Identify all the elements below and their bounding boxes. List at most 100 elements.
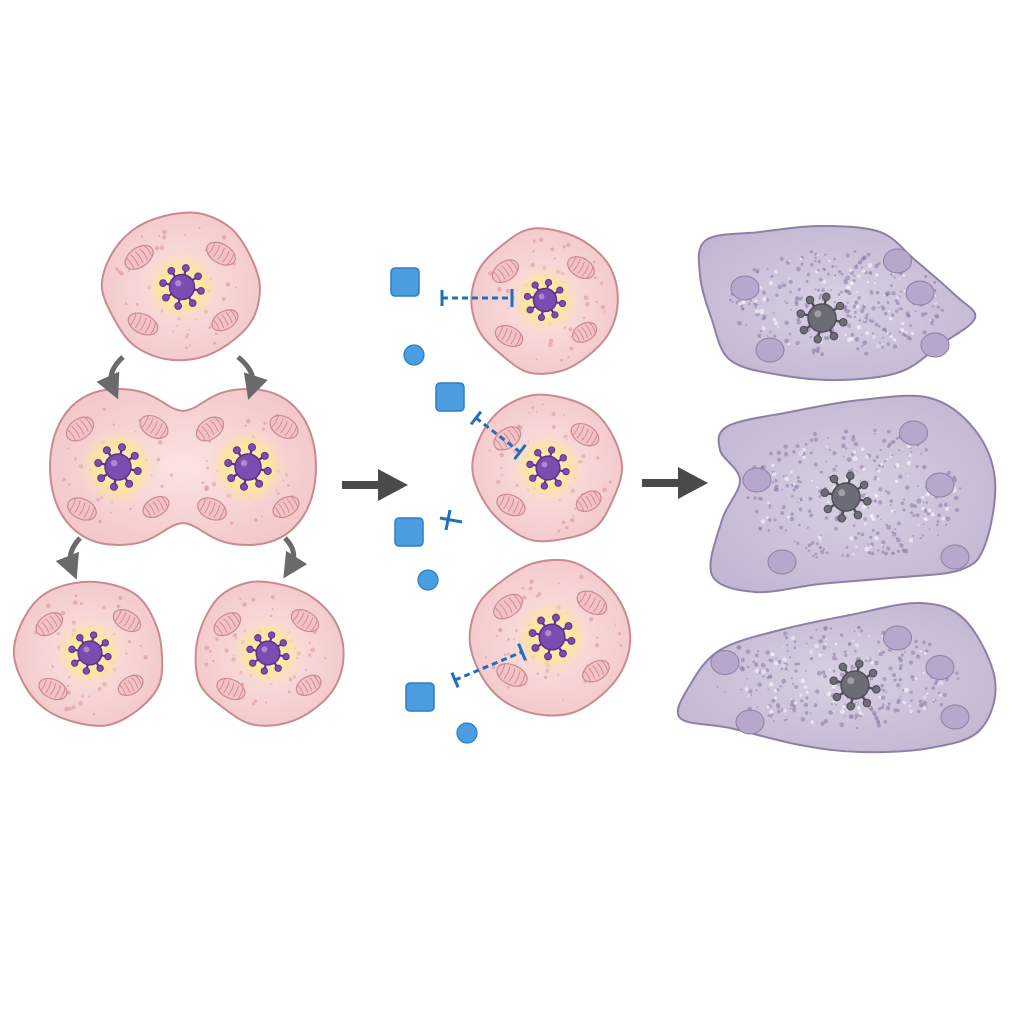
- cytoplasm-debris: [887, 442, 892, 447]
- cytoplasm-debris: [891, 454, 894, 457]
- cytoplasm-debris: [881, 540, 886, 545]
- cytoplasm-granule: [497, 286, 502, 292]
- cytoplasm-debris: [907, 314, 911, 317]
- cytoplasm-debris: [846, 457, 852, 462]
- cytoplasm-debris: [895, 437, 899, 440]
- cytoplasm-debris: [834, 526, 838, 531]
- cytoplasm-granule: [507, 638, 510, 641]
- vacuole: [759, 309, 765, 314]
- mito-crista: [592, 665, 600, 677]
- vacuole: [799, 693, 803, 697]
- cytoplasm-debris: [829, 627, 833, 630]
- cytoplasm-debris: [890, 284, 893, 287]
- cytoplasm-debris: [767, 688, 770, 691]
- receptor-knob: [534, 449, 542, 457]
- receptor-knob: [871, 685, 881, 694]
- cytoplasm-granule: [529, 579, 534, 584]
- vacuole: [866, 280, 870, 284]
- vacuole: [770, 652, 774, 656]
- cytoplasm-debris: [832, 451, 837, 456]
- cytoplasm-granule: [547, 342, 553, 347]
- cytoplasm-debris: [841, 443, 846, 449]
- mito-body: [295, 674, 322, 697]
- mito-crista: [88, 507, 95, 521]
- cytoplasm-debris: [916, 498, 922, 504]
- cytoplasm-debris: [804, 302, 810, 308]
- cytoplasm-debris: [899, 290, 903, 293]
- cytoplasm-debris: [809, 335, 812, 339]
- cytoplasm-granule: [608, 480, 613, 484]
- cytoplasm-debris: [880, 683, 885, 688]
- cytoplasm-debris: [792, 707, 797, 712]
- cytoplasm-debris: [891, 291, 896, 296]
- cytoplasm-granule: [184, 233, 187, 236]
- cytoplasm-debris: [805, 696, 809, 700]
- inhibitors-layer: [390, 267, 527, 744]
- cytoplasm-debris: [818, 296, 822, 300]
- cytoplasm-debris: [869, 676, 874, 681]
- inhibitor-square-icon: [435, 382, 465, 412]
- cytoplasm-debris: [835, 703, 838, 706]
- cytoplasm-debris: [798, 460, 802, 464]
- cytoplasm-granule: [596, 456, 600, 460]
- cytoplasm-debris: [795, 340, 800, 346]
- vacuole: [855, 290, 859, 293]
- receptor-highlight: [175, 280, 182, 287]
- mito-crista: [49, 682, 57, 696]
- vacuole: [910, 331, 915, 336]
- cytoplasm-debris: [839, 633, 844, 637]
- mito-crista: [36, 624, 45, 636]
- cytoplasm-debris: [870, 551, 875, 556]
- cytoplasm-debris: [809, 513, 814, 518]
- cytoplasm-debris: [796, 541, 800, 545]
- cytoplasm-debris: [922, 330, 927, 335]
- cytoplasm-granule: [127, 269, 131, 272]
- cytoplasm-debris: [824, 516, 829, 520]
- cytoplasm-debris: [781, 281, 784, 284]
- receptor-knob: [82, 667, 91, 675]
- cytoplasm-debris: [904, 333, 908, 338]
- cytoplasm-granule: [271, 607, 274, 611]
- vacuole: [741, 299, 746, 305]
- receptor-knob: [130, 451, 139, 460]
- cytoplasm-debris: [915, 645, 918, 649]
- mito-crista: [225, 312, 233, 324]
- mito-crista: [41, 621, 50, 633]
- curved-arrow-icon: [96, 355, 125, 400]
- cytoplasm-debris: [915, 513, 920, 518]
- cytoplasm-debris: [893, 276, 897, 279]
- receptor-core: [234, 453, 262, 481]
- cytoplasm-debris: [815, 629, 818, 632]
- cytoplasm-debris: [917, 485, 920, 488]
- cytoplasm-granule: [557, 582, 560, 585]
- cytoplasm-debris: [821, 670, 826, 675]
- cytoplasm-debris: [788, 332, 792, 336]
- vacuole: [878, 695, 881, 699]
- cytoplasm-granule: [500, 467, 503, 470]
- cytoplasm-debris: [784, 320, 789, 326]
- mito-crista: [40, 678, 47, 691]
- vacuole: [855, 702, 859, 705]
- cytoplasm-debris: [899, 307, 903, 311]
- cytoplasm-debris: [940, 308, 944, 312]
- mito-crista: [313, 675, 321, 687]
- cytoplasm-debris: [794, 662, 798, 666]
- vacuole: [810, 720, 815, 725]
- cytoplasm-debris: [870, 708, 874, 712]
- cytoplasm-granule: [592, 260, 596, 264]
- cytoplasm-debris: [792, 488, 796, 492]
- mito-crista: [232, 685, 239, 698]
- cytoplasm-debris: [814, 259, 817, 263]
- mito-crista: [573, 331, 581, 343]
- cytoplasm-debris: [740, 657, 746, 663]
- mito-crista: [581, 326, 589, 338]
- mitochondrion: [67, 497, 97, 521]
- cytoplasm-granule: [215, 637, 219, 641]
- mito-crista: [305, 679, 313, 691]
- cytoplasm-granule: [569, 346, 574, 351]
- inhibition-bar: [469, 410, 483, 426]
- vacuole: [895, 463, 900, 468]
- receptor-knob: [537, 616, 545, 625]
- vacuole: [817, 535, 822, 541]
- cytoplasm-debris: [877, 640, 881, 644]
